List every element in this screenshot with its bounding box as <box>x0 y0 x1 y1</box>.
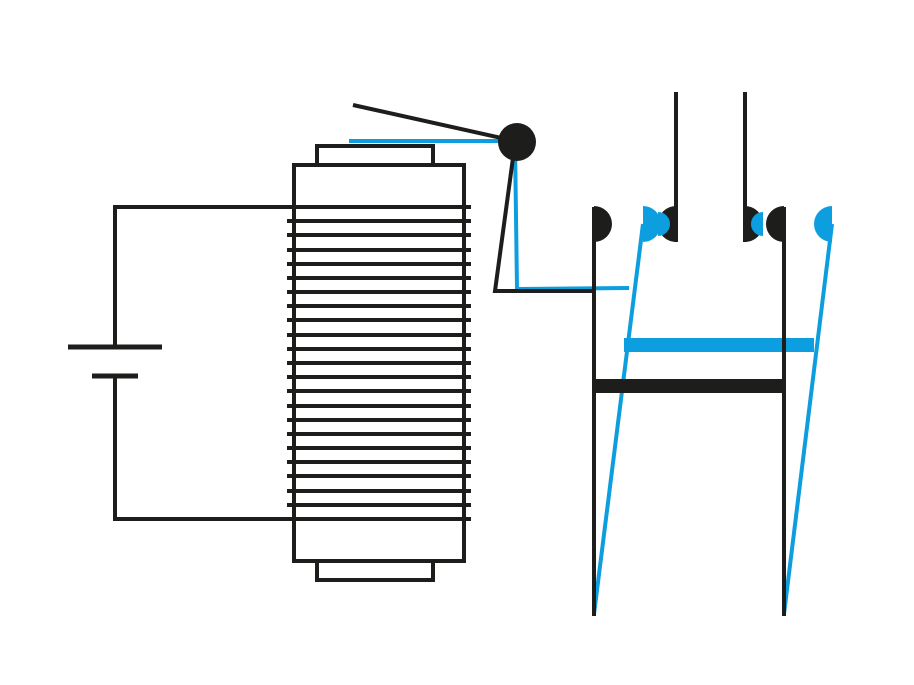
blade-left-actuated <box>592 223 645 615</box>
moving-contact-right-inner-actuated <box>751 212 763 236</box>
battery-circuit <box>68 205 294 521</box>
coil-windings <box>287 205 471 521</box>
pivot-icon <box>498 123 536 161</box>
contact-frame <box>592 92 834 616</box>
moving-contact-left-inner-actuated <box>658 212 670 236</box>
lever-link-rest <box>492 142 594 293</box>
lever-arm-rest <box>352 103 516 143</box>
moving-contact-right-actuated <box>814 206 832 242</box>
blade-right-actuated <box>782 223 834 615</box>
upper-wire <box>113 205 294 347</box>
solenoid-coil <box>287 144 471 582</box>
lower-wire <box>113 376 294 521</box>
moving-contact-left-actuated <box>643 206 661 242</box>
armature-lever <box>349 103 630 293</box>
moving-contact-right-rest <box>766 206 784 242</box>
core-bottom-cap <box>315 559 435 582</box>
lever-link-actuated <box>513 142 630 292</box>
moving-contact-left-rest <box>594 206 612 242</box>
core-top-cap <box>315 144 435 167</box>
